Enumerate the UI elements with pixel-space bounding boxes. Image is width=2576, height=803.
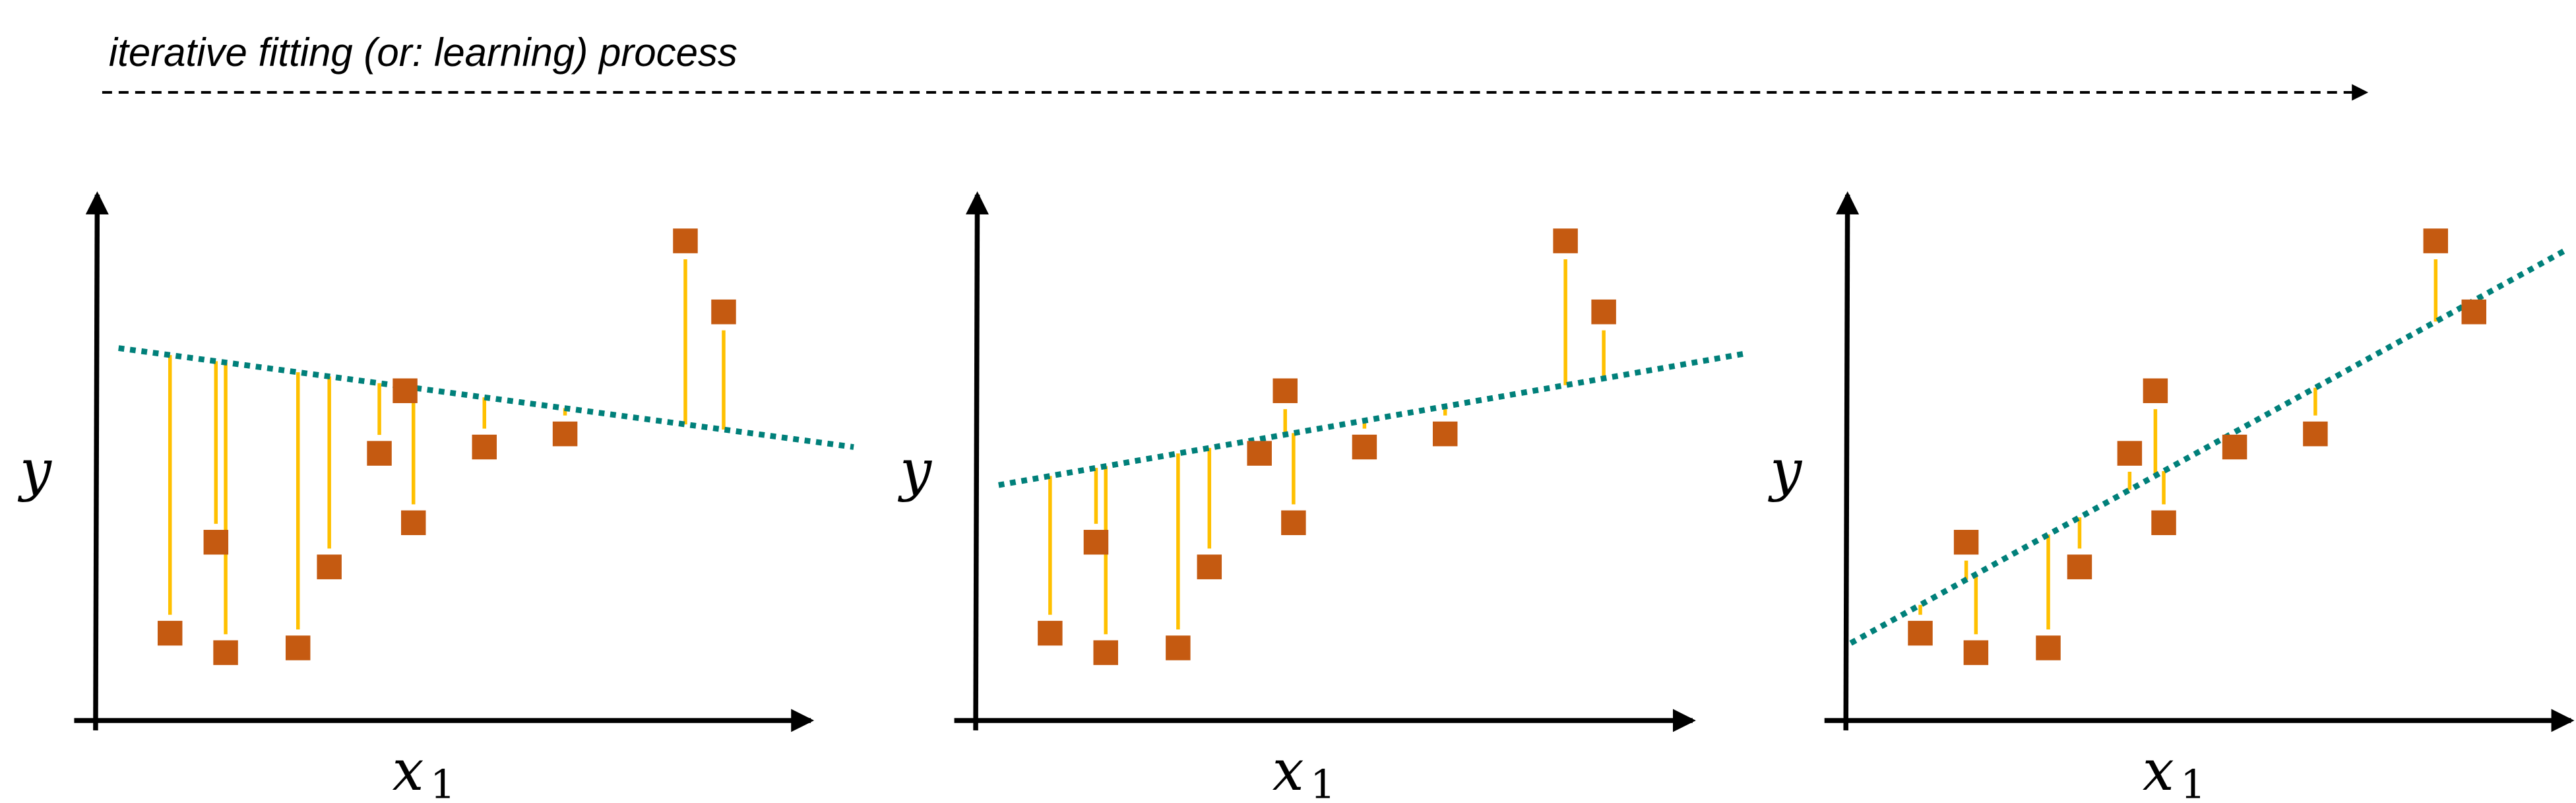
data-point	[472, 434, 497, 460]
data-point	[2151, 510, 2176, 536]
data-point	[2036, 635, 2061, 660]
data-point	[2067, 554, 2092, 579]
data-point	[1908, 620, 1933, 646]
data-point	[2423, 228, 2449, 253]
data-point	[673, 228, 698, 253]
data-point	[203, 530, 229, 555]
data-point	[1272, 378, 1298, 403]
data-point	[157, 620, 183, 646]
data-point	[1953, 530, 1979, 555]
data-point	[1247, 441, 1272, 466]
x-axis-label: x	[1272, 738, 1304, 803]
data-point	[1038, 620, 1063, 646]
data-point	[1083, 530, 1109, 555]
x-axis-subscript: 1	[1310, 761, 1335, 803]
data-point	[285, 635, 311, 660]
process-title: iterative fitting (or: learning) process	[109, 30, 738, 75]
x-axis-subscript: 1	[2180, 761, 2205, 803]
fit-line	[1849, 248, 2566, 646]
data-point	[2222, 434, 2247, 460]
data-point	[2303, 421, 2328, 447]
y-axis	[965, 191, 989, 730]
data-point	[1166, 635, 1191, 660]
data-point	[1963, 640, 1989, 665]
y-axis-label: y	[1767, 438, 1802, 503]
data-point	[1352, 434, 1377, 460]
data-point	[2143, 378, 2168, 403]
data-point	[1281, 510, 1306, 536]
data-point	[367, 441, 392, 466]
data-point	[1432, 421, 1458, 447]
data-point	[213, 640, 238, 665]
y-axis	[85, 191, 109, 730]
x-axis-label: x	[2143, 738, 2174, 803]
data-point	[2461, 299, 2487, 325]
fit-line	[118, 345, 854, 450]
data-point	[1553, 228, 1578, 253]
data-point	[711, 299, 736, 325]
data-point	[2117, 441, 2143, 466]
data-point	[1197, 554, 1222, 579]
y-axis-label: y	[897, 438, 932, 503]
data-point	[552, 421, 578, 447]
y-axis-label: y	[17, 438, 52, 503]
x-axis-subscript: 1	[430, 761, 455, 803]
x-axis-label: x	[393, 738, 424, 803]
y-axis	[1836, 191, 1860, 730]
data-point	[400, 510, 426, 536]
data-point	[1591, 299, 1616, 325]
fit-line	[998, 350, 1748, 488]
data-point	[393, 378, 418, 403]
data-point	[1093, 640, 1118, 665]
data-point	[317, 554, 342, 579]
